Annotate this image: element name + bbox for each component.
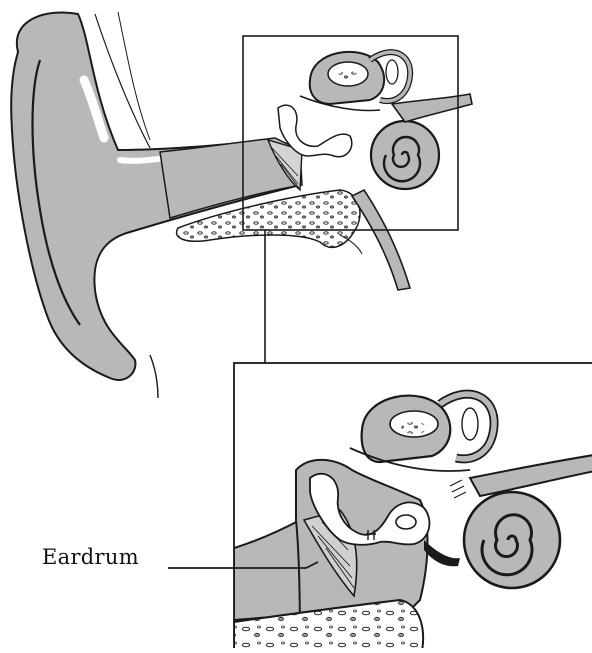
outer-ear bbox=[11, 13, 300, 380]
semicircular-canals bbox=[300, 52, 410, 111]
eustachian-tube bbox=[352, 190, 410, 290]
cochlea bbox=[371, 121, 439, 189]
cochlea-zoom bbox=[464, 492, 560, 588]
overview-ear bbox=[11, 12, 472, 398]
outline-stroke bbox=[150, 355, 158, 398]
helix-highlight-lower bbox=[120, 158, 166, 161]
auditory-nerve bbox=[392, 94, 472, 122]
eardrum-label: Eardrum bbox=[42, 545, 139, 569]
outline-stroke bbox=[118, 12, 150, 140]
